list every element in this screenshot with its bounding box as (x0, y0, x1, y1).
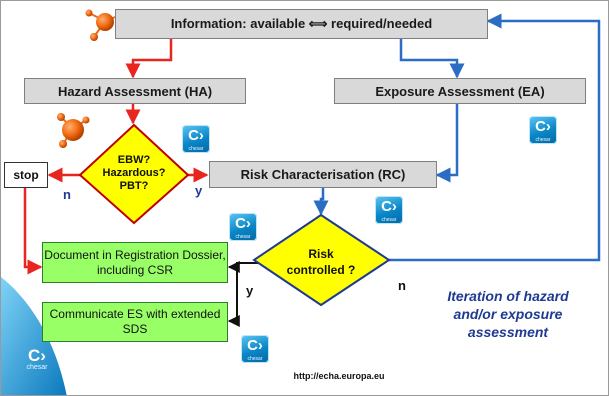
exposure-assessment-box: Exposure Assessment (EA) (334, 78, 586, 104)
chesar-logo-word: chesar (535, 137, 551, 143)
source-url: http://echa.europa.eu (293, 371, 385, 381)
risk-characterisation-box: Risk Characterisation (RC) (209, 161, 437, 188)
chesar-logo-word: chesar (235, 234, 251, 240)
decision-diamond-hazard (78, 123, 190, 225)
chesar-logo-icon: C› chesar (182, 125, 210, 153)
chesar-logo-icon: C›chesar (23, 345, 51, 373)
edge-label-n-stop: n (63, 187, 71, 202)
iteration-note-line-3: assessment (467, 324, 549, 340)
chesar-logo-mark: C› (247, 337, 263, 354)
chesar-logo-icon: C› chesar (529, 116, 557, 144)
chesar-logo-word: chesar (26, 364, 48, 371)
hazard-decision-text: EBW? Hazardous? PBT? (89, 154, 179, 193)
hazard-assessment-box: Hazard Assessment (HA) (24, 78, 246, 104)
communicate-box: Communicate ES with extended SDS (42, 302, 228, 342)
stop-box: stop (4, 162, 48, 188)
hazard-decision-line-1: EBW? (117, 154, 151, 166)
chesar-logo-mark: C› (188, 127, 204, 144)
chesar-logo-word: chesar (247, 356, 263, 362)
edge-label-y-rc: y (195, 183, 203, 198)
information-label: Information: available ⟺ required/needed (170, 16, 433, 31)
communicate-label: Communicate ES with extended SDS (49, 307, 221, 336)
edge-label-n-loop: n (398, 278, 406, 293)
chesar-logo-mark: C› (535, 118, 551, 135)
information-box: Information: available ⟺ required/needed (115, 9, 488, 39)
chesar-logo-mark: C› (235, 215, 251, 232)
risk-decision-line-1: Risk (308, 247, 334, 261)
chesar-logo-word: chesar (188, 146, 204, 152)
iteration-note: Iteration of hazard and/or exposure asse… (433, 287, 583, 341)
exposure-assessment-label: Exposure Assessment (EA) (375, 83, 545, 99)
corner-decoration (1, 277, 67, 395)
risk-decision-text: Risk controlled ? (263, 246, 379, 278)
edge-label-y-document: y (246, 283, 254, 298)
iteration-note-line-2: and/or exposure (453, 306, 563, 322)
chesar-logo-icon: C› chesar (241, 335, 269, 363)
hazard-decision-line-2: Hazardous? (102, 167, 166, 179)
chesar-logo-mark: C› (28, 346, 46, 365)
chesar-logo-icon: C› chesar (375, 196, 403, 224)
chesar-logo-icon: C› chesar (229, 213, 257, 241)
risk-decision-line-2: controlled ? (286, 263, 356, 277)
document-box: Document in Registration Dossier, includ… (42, 242, 228, 283)
molecule-icon (57, 113, 90, 148)
chesar-logo-mark: C› (381, 198, 397, 215)
hazard-assessment-label: Hazard Assessment (HA) (57, 83, 213, 99)
stop-label: stop (13, 168, 39, 182)
hazard-decision-line-3: PBT? (119, 180, 149, 192)
chesar-logo-word: chesar (381, 217, 397, 223)
iteration-note-line-1: Iteration of hazard (447, 288, 569, 304)
document-label: Document in Registration Dossier, includ… (44, 247, 226, 277)
decision-diamond-risk (252, 213, 391, 307)
risk-characterisation-label: Risk Characterisation (RC) (240, 167, 406, 182)
